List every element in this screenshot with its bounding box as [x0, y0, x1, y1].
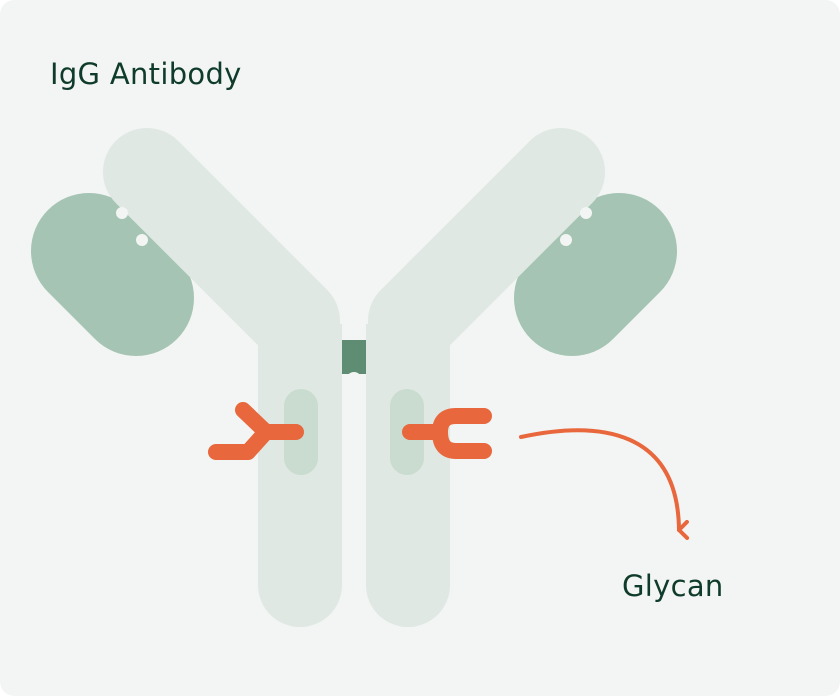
glycan-right — [402, 408, 492, 459]
heavy-chain-stem-left — [258, 324, 342, 627]
heavy-chain-arm-left — [103, 128, 340, 365]
light-chains — [31, 193, 677, 356]
light-chain-right — [514, 193, 677, 356]
joint-notches — [116, 207, 592, 388]
glycan-annotation-arrow — [519, 428, 690, 540]
glycan-label: Glycan — [622, 569, 724, 603]
glycans — [208, 402, 492, 460]
diagram-title: IgG Antibody — [50, 57, 242, 91]
heavy-chain-arms — [103, 128, 605, 365]
light-chain-left — [31, 193, 194, 356]
glycan-left — [208, 402, 304, 460]
heavy-chain-stems — [258, 324, 450, 627]
heavy-chain-arm-right — [368, 128, 605, 365]
heavy-chain-stem-right — [366, 324, 450, 627]
